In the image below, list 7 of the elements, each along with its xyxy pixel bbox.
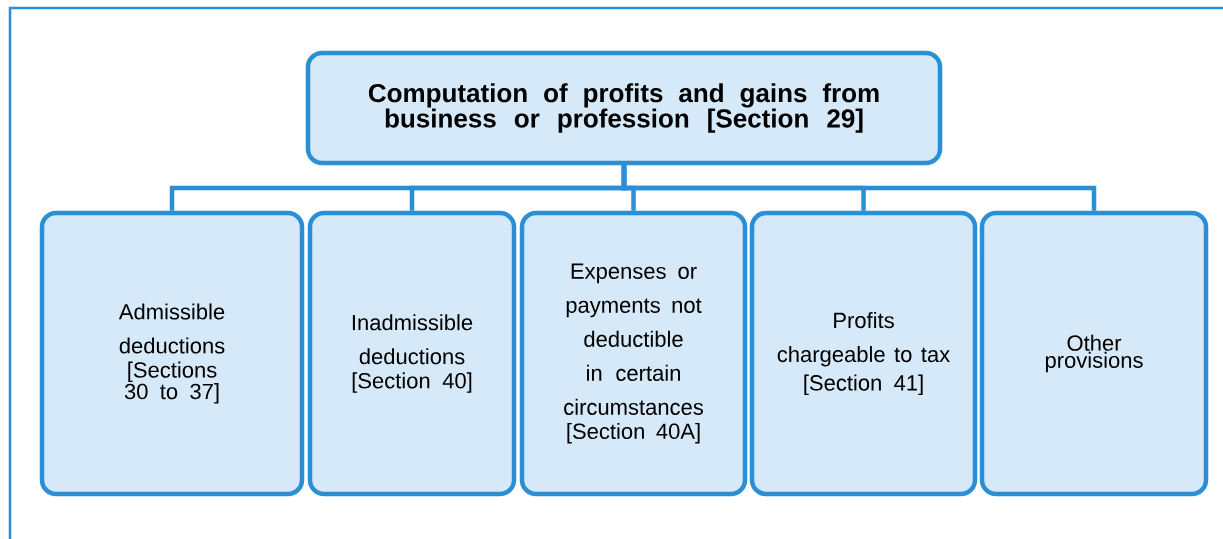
category-box: Profits chargeable to tax [Section 41] <box>749 210 978 497</box>
connector-line <box>621 165 1097 211</box>
title-box: Computation of profits and gains from business or profession [Section 29] <box>305 50 943 166</box>
category-box: Inadmissible deductions [Section 40] <box>307 210 517 497</box>
category-box: Other provisions <box>979 210 1209 497</box>
category-box: Expenses or payments not deductible in certain circumstances [Section 40A] <box>519 210 748 497</box>
category-box: Admissible deductions [Sections 30 to 37] <box>39 210 305 497</box>
